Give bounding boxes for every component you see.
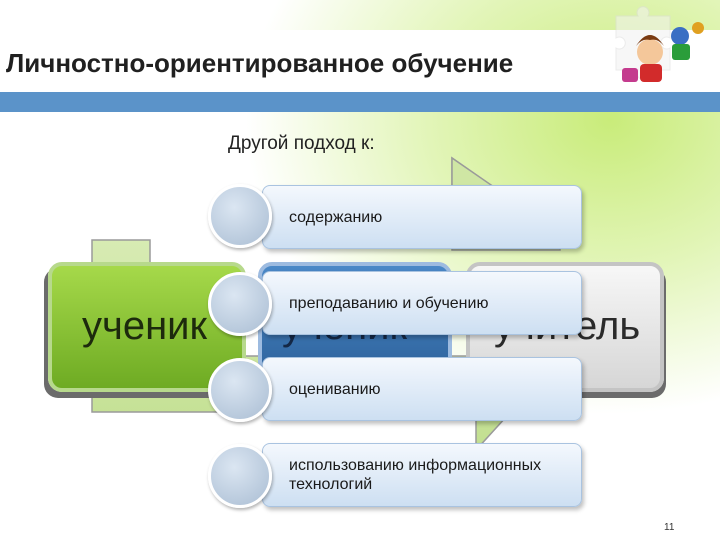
list-item-technology: использованию информационных технологий [262,443,582,507]
list-item-teaching: преподаванию и обучению [262,271,582,335]
slide-title: Личностно-ориентированное обучение [6,48,514,78]
bullet-circle [208,184,272,248]
bullet-circle [208,358,272,422]
page-number: 11 [664,522,675,533]
title-band [0,30,720,92]
accent-bar [0,92,720,112]
puzzle-illustration-icon [615,6,704,82]
subtitle: Другой подход к: [228,133,375,154]
list-item-content: содержанию [262,185,582,249]
bullet-circle [208,444,272,508]
list-item-assessment: оцениванию [262,357,582,421]
item-label: содержанию [289,209,383,226]
student-label: ученик [82,304,208,348]
bullet-circle [208,272,272,336]
item-label: оцениванию [289,381,381,398]
student-box-green: ученик [48,262,246,392]
item-label: использованию информационных технологий [289,457,542,493]
item-label: преподаванию и обучению [289,295,489,312]
